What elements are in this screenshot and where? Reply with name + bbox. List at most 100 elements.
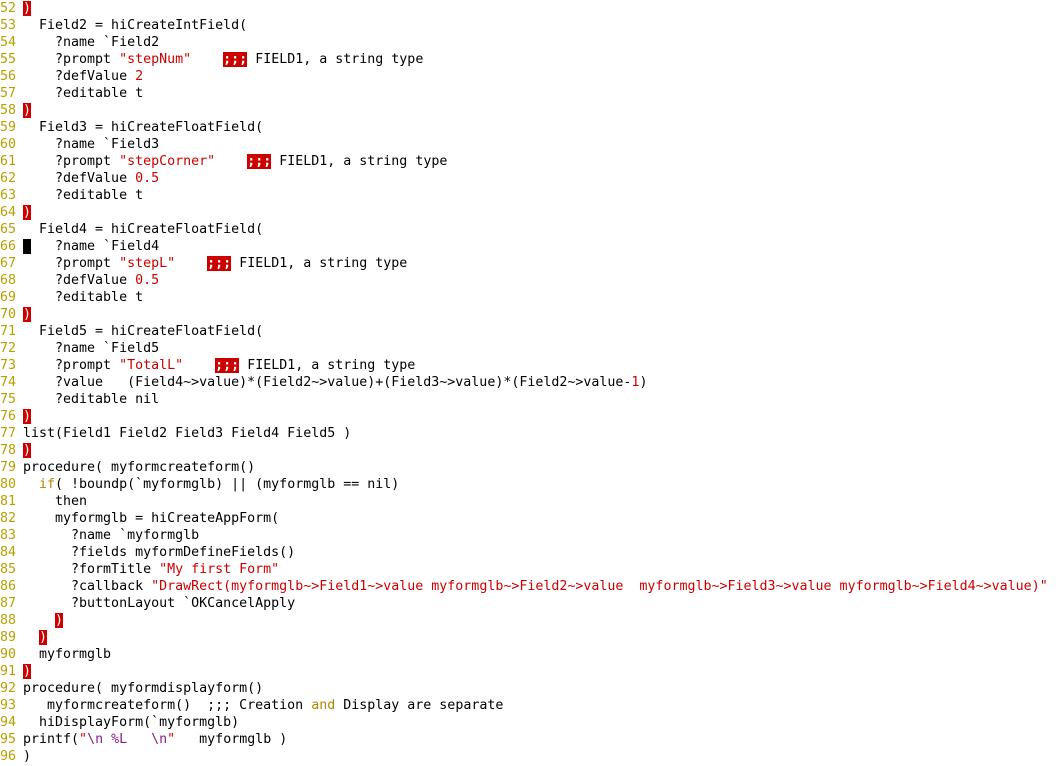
code-line[interactable]: 65 Field4 = hiCreateFloatField( <box>0 221 1058 238</box>
line-content: ?value (Field4~>value)*(Field2~>value)+(… <box>23 374 647 391</box>
line-number: 53 <box>0 18 17 33</box>
code-line[interactable]: 90 myformglb <box>0 646 1058 663</box>
code-text <box>23 630 39 645</box>
code-line[interactable]: 71 Field5 = hiCreateFloatField( <box>0 323 1058 340</box>
code-line[interactable]: 89 ) <box>0 629 1058 646</box>
line-number: 77 <box>0 426 17 441</box>
code-line[interactable]: 93 myformcreateform() ;;; Creation and D… <box>0 697 1058 714</box>
code-line[interactable]: 94 hiDisplayForm(`myformglb) <box>0 714 1058 731</box>
line-content: ) <box>23 748 31 765</box>
code-text <box>191 52 223 67</box>
matched-paren-highlight: ) <box>23 103 32 118</box>
code-line[interactable]: 67 ?prompt "stepL" ;;; FIELD1, a string … <box>0 255 1058 272</box>
code-line[interactable]: 77 list(Field1 Field2 Field3 Field4 Field… <box>0 425 1058 442</box>
code-line[interactable]: 52) <box>0 0 1058 17</box>
line-number: 86 <box>0 579 17 594</box>
code-line[interactable]: 80 if( !boundp(`myformglb) || (myformglb… <box>0 476 1058 493</box>
code-line[interactable]: 91) <box>0 663 1058 680</box>
line-number: 91 <box>0 664 17 679</box>
code-text: list(Field1 Field2 Field3 Field4 Field5 … <box>23 426 352 441</box>
code-line[interactable]: 76) <box>0 408 1058 425</box>
code-line[interactable]: 64) <box>0 204 1058 221</box>
code-line[interactable]: 56 ?defValue 2 <box>0 68 1058 85</box>
code-line[interactable]: 81 then <box>0 493 1058 510</box>
code-line[interactable]: 58) <box>0 102 1058 119</box>
line-number: 87 <box>0 596 17 611</box>
line-content: ?prompt "stepCorner" ;;; FIELD1, a strin… <box>23 153 447 170</box>
code-line[interactable]: 63 ?editable t <box>0 187 1058 204</box>
code-line[interactable]: 87 ?buttonLayout `OKCancelApply <box>0 595 1058 612</box>
line-number: 82 <box>0 511 17 526</box>
code-text: procedure( myformdisplayform() <box>23 681 264 696</box>
code-text: ?defValue <box>23 69 136 84</box>
string-literal: "My first Form" <box>159 562 280 577</box>
line-number: 60 <box>0 137 17 152</box>
code-text <box>183 358 215 373</box>
matched-paren-highlight: ) <box>23 307 32 322</box>
line-number: 57 <box>0 86 17 101</box>
line-content: ?defValue 2 <box>23 68 143 85</box>
code-line[interactable]: 75 ?editable nil <box>0 391 1058 408</box>
line-content: ) <box>23 612 64 629</box>
code-line[interactable]: 54 ?name `Field2 <box>0 34 1058 51</box>
code-text: procedure( myformcreateform() <box>23 460 256 475</box>
code-line[interactable]: 82 myformglb = hiCreateAppForm( <box>0 510 1058 527</box>
code-line[interactable]: 60 ?name `Field3 <box>0 136 1058 153</box>
line-content: ?prompt "TotalL" ;;; FIELD1, a string ty… <box>23 357 415 374</box>
code-line[interactable]: 70) <box>0 306 1058 323</box>
code-line[interactable]: 61 ?prompt "stepCorner" ;;; FIELD1, a st… <box>0 153 1058 170</box>
code-text: ?formTitle <box>23 562 160 577</box>
line-content: hiDisplayForm(`myformglb) <box>23 714 239 731</box>
code-line[interactable]: 66 ?name `Field4 <box>0 238 1058 255</box>
string-literal: "stepCorner" <box>119 154 216 169</box>
line-content: ) <box>23 663 32 680</box>
matched-paren-highlight: ) <box>55 613 64 628</box>
number-literal: 0.5 <box>135 171 160 186</box>
code-text: myformglb = hiCreateAppForm( <box>23 511 280 526</box>
code-line[interactable]: 55 ?prompt "stepNum" ;;; FIELD1, a strin… <box>0 51 1058 68</box>
code-line[interactable]: 88 ) <box>0 612 1058 629</box>
code-text: FIELD1, a string type <box>239 358 416 373</box>
code-line[interactable]: 68 ?defValue 0.5 <box>0 272 1058 289</box>
line-number: 67 <box>0 256 17 271</box>
code-line[interactable]: 74 ?value (Field4~>value)*(Field2~>value… <box>0 374 1058 391</box>
line-number: 96 <box>0 749 17 764</box>
code-line[interactable]: 78) <box>0 442 1058 459</box>
code-text: FIELD1, a string type <box>247 52 424 67</box>
code-line[interactable]: 86 ?callback "DrawRect(myformglb~>Field1… <box>0 578 1058 595</box>
code-text: ) <box>23 749 32 764</box>
code-line[interactable]: 72 ?name `Field5 <box>0 340 1058 357</box>
line-content: ?editable nil <box>23 391 159 408</box>
code-text: ?editable t <box>23 86 144 101</box>
code-line[interactable]: 57 ?editable t <box>0 85 1058 102</box>
line-content: Field4 = hiCreateFloatField( <box>23 221 263 238</box>
line-number: 65 <box>0 222 17 237</box>
code-line[interactable]: 62 ?defValue 0.5 <box>0 170 1058 187</box>
code-text: ( !boundp(`myformglb) || (myformglb == n… <box>55 477 400 492</box>
code-text: ?prompt <box>23 358 120 373</box>
code-line[interactable]: 84 ?fields myformDefineFields() <box>0 544 1058 561</box>
code-line[interactable]: 85 ?formTitle "My first Form" <box>0 561 1058 578</box>
line-number: 62 <box>0 171 17 186</box>
code-line[interactable]: 53 Field2 = hiCreateIntField( <box>0 17 1058 34</box>
line-content: Field2 = hiCreateIntField( <box>23 17 247 34</box>
line-number: 74 <box>0 375 17 390</box>
code-line[interactable]: 69 ?editable t <box>0 289 1058 306</box>
code-line[interactable]: 83 ?name `myformglb <box>0 527 1058 544</box>
code-text: Field5 = hiCreateFloatField( <box>23 324 264 339</box>
code-line[interactable]: 96) <box>0 748 1058 765</box>
line-content: procedure( myformcreateform() <box>23 459 255 476</box>
line-number: 58 <box>0 103 17 118</box>
line-number: 78 <box>0 443 17 458</box>
line-number: 56 <box>0 69 17 84</box>
line-content: procedure( myformdisplayform() <box>23 680 263 697</box>
code-text: ?name `myformglb <box>23 528 200 543</box>
line-content: ?defValue 0.5 <box>23 272 159 289</box>
text-cursor <box>23 239 32 254</box>
code-line[interactable]: 59 Field3 = hiCreateFloatField( <box>0 119 1058 136</box>
code-line[interactable]: 73 ?prompt "TotalL" ;;; FIELD1, a string… <box>0 357 1058 374</box>
